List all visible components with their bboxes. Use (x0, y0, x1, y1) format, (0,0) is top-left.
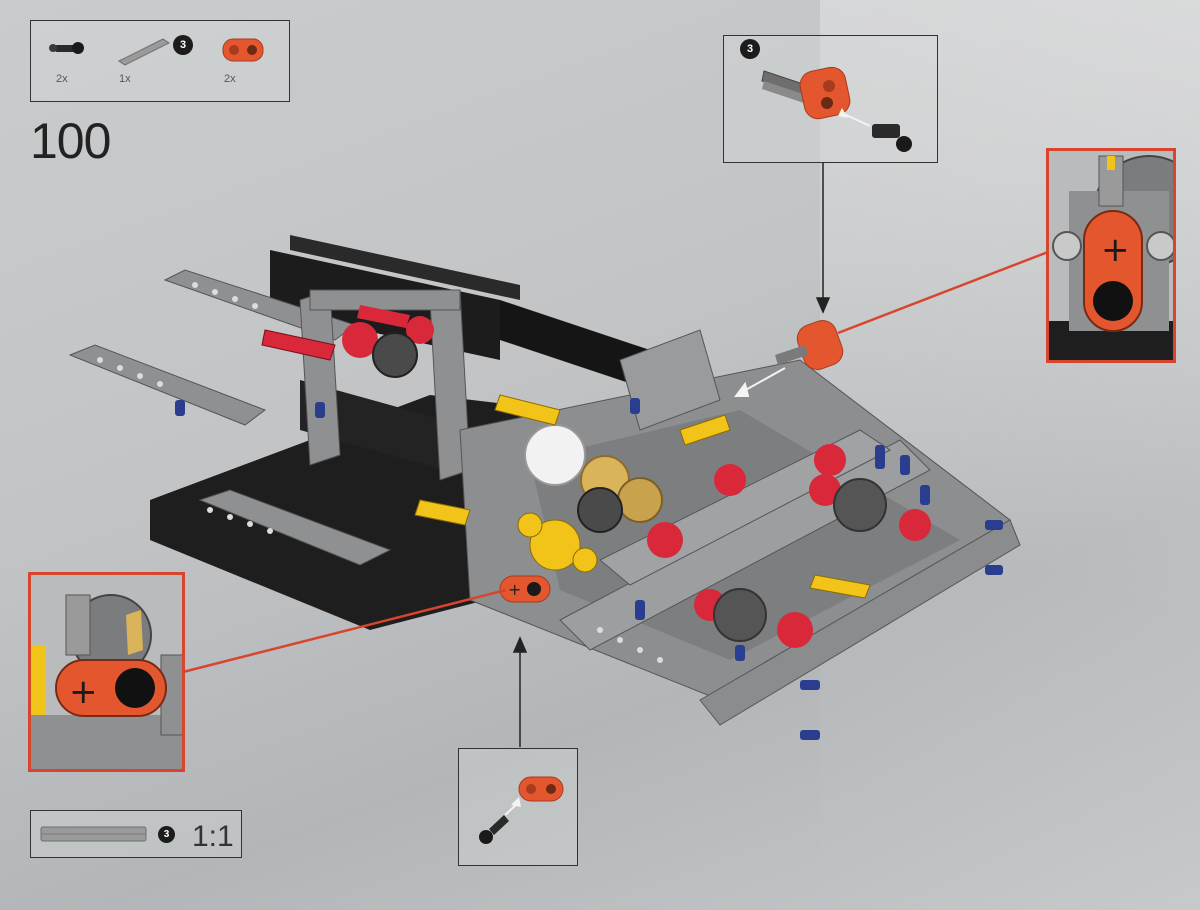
scale-indicator-box: 3 (30, 810, 242, 858)
approaching-orange-connector (775, 319, 844, 371)
blue-pins (175, 398, 1003, 740)
axle-pin-part-icon (49, 42, 84, 54)
parts-list-illustrations (49, 38, 264, 66)
red-axle (261, 305, 410, 361)
callout-leader-lines (182, 250, 1049, 674)
sub-assembly-axle-badge: 3 (740, 39, 760, 59)
step-number: 100 (30, 113, 111, 169)
axle-3-length-badge: 3 (173, 35, 193, 55)
axle-3-part-icon (118, 38, 170, 66)
svg-text:+: + (508, 580, 521, 599)
sub-assembly-bottom-illustration (479, 776, 564, 844)
beam-holes (97, 282, 663, 663)
axle-3-qty: 1x (119, 73, 131, 85)
detail-callout-top-right: + (1046, 148, 1176, 363)
orange-connector-part-icon (222, 38, 264, 62)
sub-assembly-box-bottom (458, 748, 578, 866)
svg-text:+: + (1101, 230, 1130, 270)
gray-base-plate (459, 329, 1021, 726)
scale-length-badge: 3 (158, 826, 175, 843)
gray-beams-left (68, 269, 471, 566)
svg-text:+: + (69, 672, 98, 712)
sub-assembly-illustration (761, 66, 912, 152)
sub-assembly-box-top: 3 (723, 35, 938, 163)
insertion-arrow-white (734, 367, 786, 397)
orange-connector-qty: 2x (224, 73, 236, 85)
yellow-parts (414, 394, 871, 599)
parts-list: 2x 1x 3 2x (30, 20, 290, 102)
installed-orange-connector: + (499, 575, 551, 603)
detail-callout-bottom-left: + (28, 572, 185, 772)
assembly-arrows (512, 163, 831, 747)
detail-callout-top-right-illustration: + (1049, 155, 1173, 360)
gears (342, 316, 931, 648)
scale-label: 1:1 (192, 820, 234, 853)
axle-pin-qty: 2x (56, 73, 68, 85)
detail-callout-bottom-left-illustration: + (31, 594, 182, 769)
scale-axle-illustration (40, 826, 147, 842)
